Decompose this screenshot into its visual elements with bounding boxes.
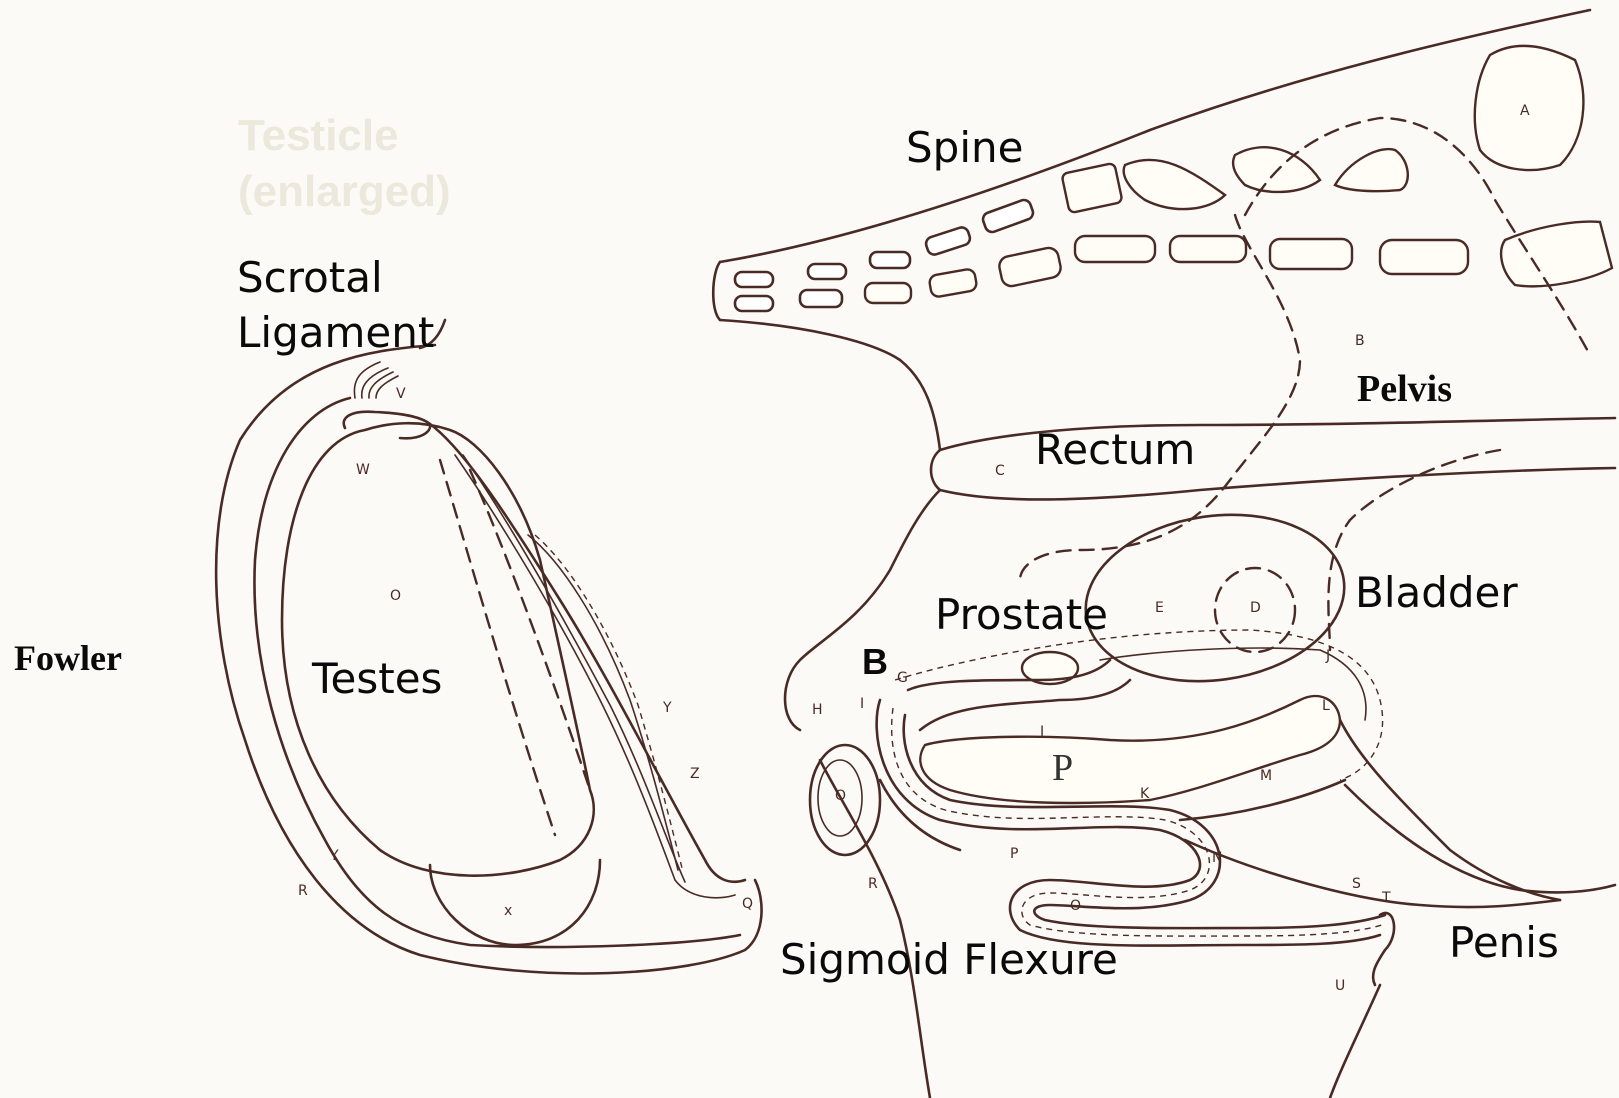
penis-outer-bottom [1185,840,1560,907]
rectum-label: Rectum [1035,429,1195,471]
body-outline-ventral [785,490,940,730]
letter-e: E [1155,600,1164,616]
penis-tip [1373,913,1394,985]
letter-w: W [356,462,370,478]
b-marker-label: B [862,644,888,680]
letter-n: N [1212,850,1222,866]
scrotal-outer-wall [216,345,761,974]
fowler-label: Fowler [14,640,122,676]
letter-u: U [1335,978,1345,994]
testis-dashed-2 [470,470,590,790]
prostate-label: Prostate [935,594,1108,636]
spermatic-cord-outer [430,424,745,882]
letter-i1: I [1040,724,1044,740]
letter-z: Z [690,766,700,782]
penis-label: Penis [1449,922,1559,964]
vertebrae-bottom [735,222,1612,311]
scrotal-ligament-label: Scrotal Ligament [237,250,434,361]
letter-k: K [1140,786,1150,802]
letter-j: J [1325,648,1330,664]
dorsal-outline-upper [720,10,1590,262]
letter-o-sigmoid: O [1070,898,1081,914]
letter-g: G [897,670,908,686]
pelvis-label: Pelvis [1357,370,1452,408]
letter-b-pelvis: B [1355,333,1365,349]
corpus-p [920,696,1340,803]
bladder [1075,499,1355,698]
letter-d: D [1250,600,1261,616]
urethra-upper [908,660,1110,690]
letter-c: C [995,463,1005,479]
letter-r-body: R [868,876,878,892]
letter-q-cord: Q [742,896,753,912]
letter-a: A [1520,103,1530,119]
letter-y-upper: Y [662,700,672,716]
letter-i: I [860,696,864,712]
letter-o-anus: O [835,788,846,804]
letter-t: T [1381,890,1391,906]
rectum-opening [931,450,940,490]
letter-r-testis: R [298,883,308,899]
body-penis-line [1330,985,1380,1098]
testis-body [282,423,594,875]
letter-h: H [812,702,823,718]
scrotal-ligament-line2: Ligament [237,305,434,360]
letter-v: V [396,386,406,402]
urethra-lower [920,680,1130,730]
letter-s: S [1352,876,1361,892]
spine-label: Spine [906,127,1023,169]
letter-l: L [1322,698,1330,714]
testicle-enlarged-line1: Testicle [238,108,451,164]
bladder-label: Bladder [1355,572,1518,614]
scrotal-ligament-line1: Scrotal [237,250,434,305]
testicle-enlarged-line2: (enlarged) [238,164,451,220]
letter-m: M [1260,768,1272,784]
p-marker-label: P [1052,749,1073,787]
dorsal-outline-lower [720,320,940,450]
testis-dashed-1 [440,460,555,835]
pelvis-inner [1020,215,1300,580]
letter-p: P [1010,846,1018,862]
testicle-drawing: V W O Y Z Y R x Q [216,320,761,974]
sigmoid-flexure-label: Sigmoid Flexure [780,939,1118,981]
testicle-enlarged-label: Testicle (enlarged) [238,108,451,221]
tail-end [713,262,720,320]
letter-y-lower: Y [329,848,339,864]
testes-label: Testes [312,658,442,700]
abdomen-line [1345,785,1615,892]
letter-x: x [504,903,512,919]
body-lower-line [820,760,930,1098]
letter-o-testis: O [390,588,401,604]
